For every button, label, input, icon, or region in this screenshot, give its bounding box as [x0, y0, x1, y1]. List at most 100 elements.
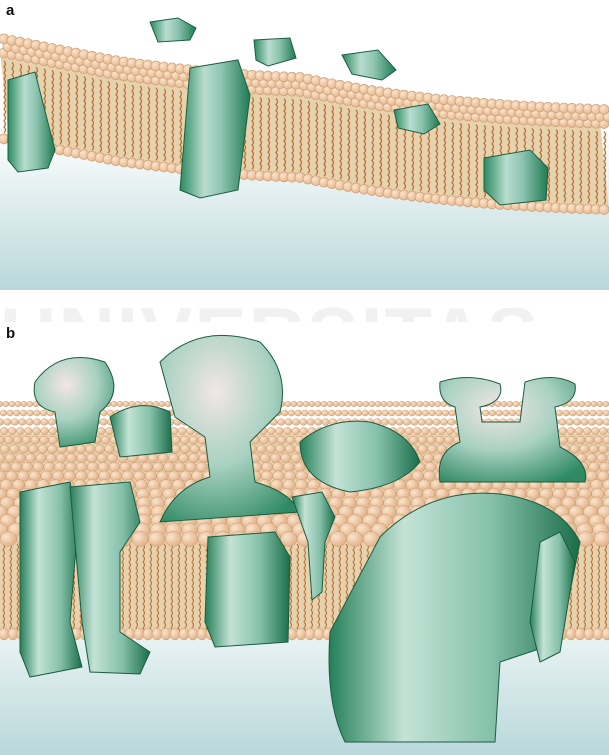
lipid-head: [196, 462, 207, 472]
lipid-head: [300, 419, 307, 426]
lipid-head: [599, 427, 607, 434]
lipid-head: [32, 427, 40, 434]
lipid-head: [27, 410, 34, 416]
lipid-head: [575, 628, 585, 640]
lipid-head: [421, 427, 429, 434]
lipid-head: [405, 427, 413, 434]
lipid-head: [446, 427, 454, 434]
lipid-head: [48, 445, 58, 454]
lipid-head: [77, 453, 87, 462]
lipid-head: [291, 401, 297, 406]
lipid-head: [603, 419, 609, 426]
lipid-head: [591, 427, 599, 434]
lipid-head: [123, 401, 129, 406]
lipid-head: [189, 453, 199, 462]
lipid-head: [107, 453, 117, 462]
lipid-head: [296, 628, 306, 640]
lipid-head: [55, 462, 66, 472]
lipid-head: [570, 445, 580, 454]
lipid-head: [355, 410, 362, 416]
panel-label-a: a: [6, 2, 14, 19]
lipid-head: [22, 462, 33, 472]
lipid-head: [568, 436, 577, 444]
lipid-head: [596, 419, 603, 426]
lipid-head: [599, 105, 609, 115]
lipid-head: [594, 436, 603, 444]
lipid-head: [342, 410, 349, 416]
lipid-head: [513, 401, 519, 406]
lipid-head: [100, 419, 107, 426]
lipid-head: [357, 401, 363, 406]
lipid-head: [266, 445, 276, 454]
lipid-head: [573, 401, 579, 406]
lipid-head: [87, 462, 98, 472]
lipid-head: [409, 436, 418, 444]
lipid-head: [48, 419, 55, 426]
lipid-head: [87, 453, 97, 462]
lipid-head: [97, 453, 107, 462]
lipid-head: [399, 401, 405, 406]
lipid-head: [105, 445, 115, 454]
lipid-head: [11, 419, 18, 426]
lipid-head: [583, 410, 590, 416]
lipid-head: [579, 401, 585, 406]
lipid-head: [423, 453, 433, 462]
lipid-head: [581, 419, 588, 426]
lipid-head: [375, 410, 382, 416]
lipid-head: [300, 427, 308, 434]
lipid-head: [585, 401, 591, 406]
lipid-head: [260, 436, 269, 444]
lipid-head: [294, 462, 305, 472]
panel-label-b: b: [6, 325, 15, 342]
lipid-head: [444, 436, 453, 444]
lipid-head: [49, 427, 57, 434]
lipid-head: [40, 410, 47, 416]
lipid-head: [584, 628, 594, 640]
lipid-head: [448, 419, 455, 426]
lipid-head: [327, 401, 333, 406]
lipid-head: [382, 410, 389, 416]
lipid-head: [19, 445, 29, 454]
lipid-head: [262, 462, 273, 472]
lipid-head: [38, 445, 48, 454]
lipid-head: [423, 401, 429, 406]
lipid-head: [98, 462, 109, 472]
lipid-head: [449, 410, 456, 416]
lipid-head: [576, 436, 585, 444]
panel-b-svg: [0, 322, 609, 755]
lipid-head: [4, 419, 11, 426]
lipid-head: [11, 462, 22, 472]
lipid-head: [429, 410, 436, 416]
lipid-head: [585, 436, 594, 444]
lipid-head: [278, 419, 285, 426]
lipid-head: [0, 445, 10, 454]
lipid-head: [24, 427, 32, 434]
lipid-head: [305, 628, 315, 640]
lipid-head: [41, 419, 48, 426]
lipid-head: [315, 401, 321, 406]
panel-b-membrane-diagram: [0, 322, 609, 755]
lipid-head: [153, 462, 164, 472]
integral-protein: [180, 60, 250, 198]
lipid-head: [427, 436, 436, 444]
lipid-head: [599, 205, 609, 215]
lipid-head: [3, 401, 9, 406]
lipid-head: [482, 410, 489, 416]
lipid-head: [593, 628, 603, 640]
lipid-head: [197, 628, 207, 640]
lipid-head: [381, 419, 388, 426]
lipid-head: [26, 453, 36, 462]
lipid-head: [292, 427, 300, 434]
lipid-head: [174, 462, 185, 472]
lipid-head: [19, 419, 26, 426]
lipid-head: [292, 419, 299, 426]
lipid-head: [442, 410, 449, 416]
lipid-head: [309, 401, 315, 406]
lipid-head: [149, 532, 166, 547]
lipid-head: [330, 532, 347, 547]
lipid-head: [395, 410, 402, 416]
lipid-head: [603, 436, 609, 444]
lipid-head: [348, 410, 355, 416]
lipid-head: [363, 401, 369, 406]
lipid-head: [559, 427, 567, 434]
